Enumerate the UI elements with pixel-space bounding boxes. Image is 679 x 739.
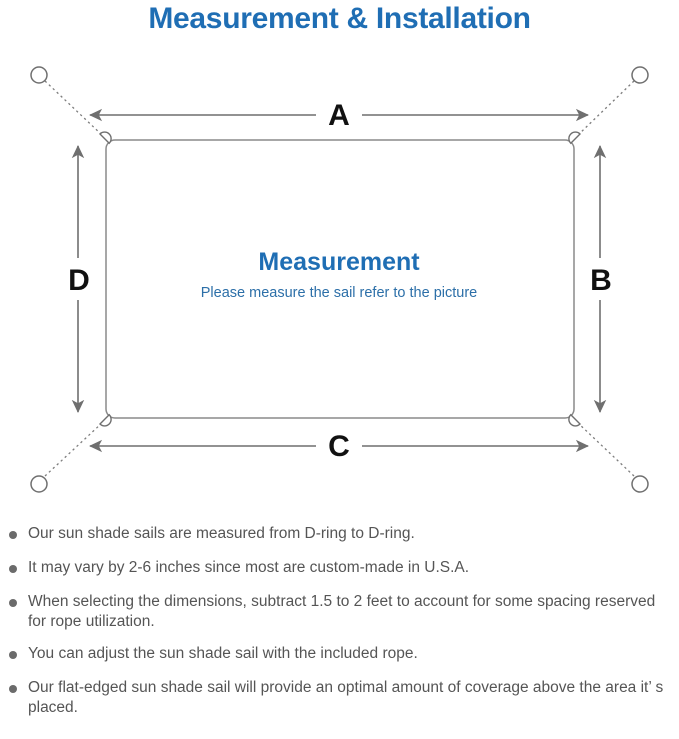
note-text: Our flat-edged sun shade sail will provi…	[28, 679, 664, 716]
d-ring-top-right-icon	[568, 131, 581, 145]
dimension-label-c: C	[328, 430, 350, 463]
anchor-ring-top-right-icon	[631, 66, 649, 84]
list-item: You can adjust the sun shade sail with t…	[0, 644, 679, 664]
dimension-label-d: D	[68, 264, 90, 297]
bullet-icon	[9, 531, 17, 539]
anchor-ring-top-left-icon	[30, 66, 48, 84]
d-ring-bottom-left-icon	[99, 413, 112, 427]
anchor-rings	[30, 66, 649, 493]
list-item: Our flat-edged sun shade sail will provi…	[0, 678, 679, 718]
center-subtitle: Please measure the sail refer to the pic…	[201, 285, 477, 301]
bullet-icon	[9, 685, 17, 693]
d-rings	[99, 131, 581, 427]
rope-line-top-left	[44, 80, 103, 136]
anchor-ring-bottom-right-icon	[631, 475, 649, 493]
bullet-icon	[9, 565, 17, 573]
rope-lines	[44, 80, 635, 477]
note-text: It may vary by 2-6 inches since most are…	[28, 559, 470, 576]
rope-line-top-right	[577, 80, 635, 136]
center-heading: Measurement	[258, 248, 420, 276]
rope-line-bottom-left	[44, 422, 103, 477]
rope-line-bottom-right	[577, 422, 635, 477]
bullet-icon	[9, 599, 17, 607]
note-text: When selecting the dimensions, subtract …	[28, 593, 656, 630]
anchor-ring-bottom-left-icon	[30, 475, 48, 493]
bullet-icon	[9, 651, 17, 659]
note-text: You can adjust the sun shade sail with t…	[28, 645, 418, 662]
page-title: Measurement & Installation	[148, 2, 531, 35]
note-text: Our sun shade sails are measured from D-…	[28, 525, 415, 542]
sail-rectangle	[105, 139, 575, 419]
d-ring-bottom-right-icon	[568, 413, 581, 427]
list-item: When selecting the dimensions, subtract …	[0, 592, 679, 632]
list-item: It may vary by 2-6 inches since most are…	[0, 558, 679, 578]
notes-list: Our sun shade sails are measured from D-…	[0, 524, 679, 718]
dimension-label-a: A	[328, 99, 350, 132]
measurement-diagram: A C D B Measurement Please measure the s…	[0, 48, 679, 516]
list-item: Our sun shade sails are measured from D-…	[0, 524, 679, 544]
dimension-label-b: B	[590, 264, 612, 297]
diagram-svg: A C D B Measurement Please measure the s…	[30, 66, 649, 493]
d-ring-top-left-icon	[99, 131, 112, 145]
